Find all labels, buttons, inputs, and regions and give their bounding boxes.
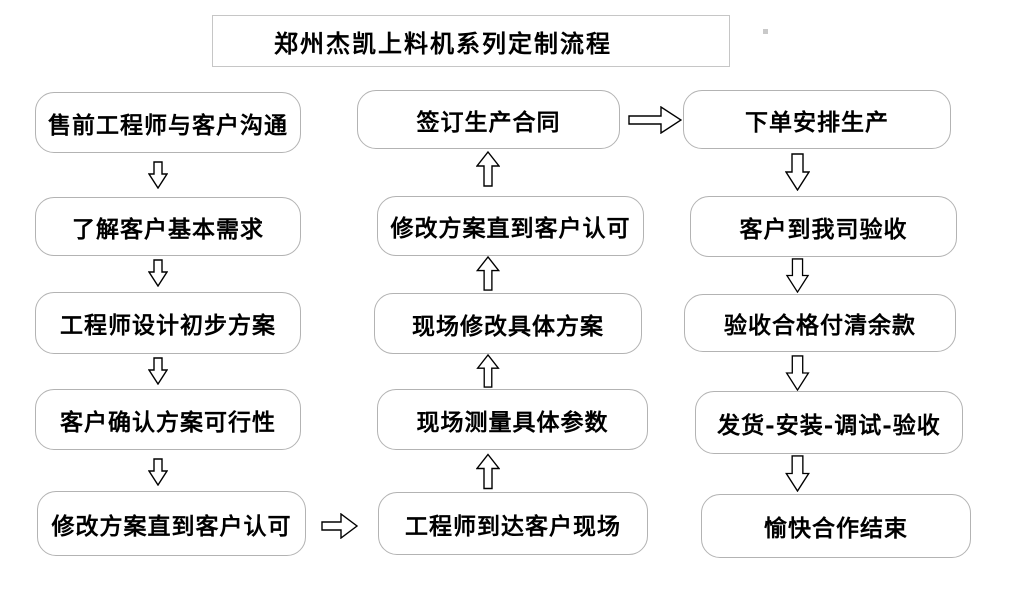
selection-handle-dot <box>763 29 768 34</box>
flow-node-engineer-arrive-site: 工程师到达客户现场 <box>378 492 648 555</box>
title-box: 郑州杰凯上料机系列定制流程 <box>212 15 730 67</box>
down-arrow-icon <box>148 357 168 385</box>
node-label: 了解客户基本需求 <box>72 215 264 243</box>
right-arrow-icon <box>628 106 682 134</box>
node-label: 验收合格付清余款 <box>724 312 916 339</box>
up-arrow-icon <box>476 256 500 291</box>
flow-node-delivery-install-debug-accept: 发货-安装-调试-验收 <box>695 391 963 454</box>
down-arrow-icon <box>785 455 810 492</box>
node-label: 签订生产合同 <box>416 108 561 136</box>
node-label: 客户到我司验收 <box>739 215 908 243</box>
node-label: 售前工程师与客户沟通 <box>48 111 288 139</box>
flow-node-engineer-initial-design: 工程师设计初步方案 <box>35 292 301 354</box>
up-arrow-icon <box>476 354 500 388</box>
node-label: 愉快合作结束 <box>764 515 908 542</box>
up-arrow-icon <box>476 453 500 490</box>
down-arrow-icon <box>148 259 168 287</box>
node-label: 工程师设计初步方案 <box>60 312 276 339</box>
page-title: 郑州杰凯上料机系列定制流程 <box>274 28 612 58</box>
node-label: 修改方案直到客户认可 <box>51 512 292 540</box>
up-arrow-icon <box>476 151 500 187</box>
down-arrow-icon <box>785 355 810 391</box>
flow-node-pay-balance-after-acceptance: 验收合格付清余款 <box>684 294 956 352</box>
flow-node-onsite-modify-plan: 现场修改具体方案 <box>374 293 642 354</box>
right-arrow-icon <box>321 513 358 539</box>
node-label: 下单安排生产 <box>745 108 889 136</box>
flow-node-place-order-production: 下单安排生产 <box>683 90 951 149</box>
flow-node-revise-until-approved-onsite: 修改方案直到客户认可 <box>377 196 644 256</box>
down-arrow-icon <box>785 258 810 293</box>
flow-node-onsite-measure-parameters: 现场测量具体参数 <box>377 389 648 450</box>
flow-node-happy-cooperation-end: 愉快合作结束 <box>701 494 971 558</box>
flow-node-customer-acceptance-visit: 客户到我司验收 <box>690 196 957 257</box>
down-arrow-icon <box>148 161 168 189</box>
flow-node-revise-until-approved: 修改方案直到客户认可 <box>37 491 306 556</box>
node-label: 现场测量具体参数 <box>416 408 609 436</box>
flow-node-sign-production-contract: 签订生产合同 <box>357 90 620 149</box>
node-label: 发货-安装-调试-验收 <box>717 411 941 439</box>
flow-node-understand-customer-needs: 了解客户基本需求 <box>35 197 301 256</box>
flow-node-customer-confirm-feasibility: 客户确认方案可行性 <box>35 389 301 450</box>
node-label: 工程师到达客户现场 <box>405 512 621 540</box>
node-label: 客户确认方案可行性 <box>60 408 276 436</box>
node-label: 现场修改具体方案 <box>412 312 604 340</box>
flow-node-presale-engineer-communication: 售前工程师与客户沟通 <box>35 92 301 153</box>
down-arrow-icon <box>148 458 168 486</box>
down-arrow-icon <box>785 153 810 191</box>
node-label: 修改方案直到客户认可 <box>390 215 631 242</box>
